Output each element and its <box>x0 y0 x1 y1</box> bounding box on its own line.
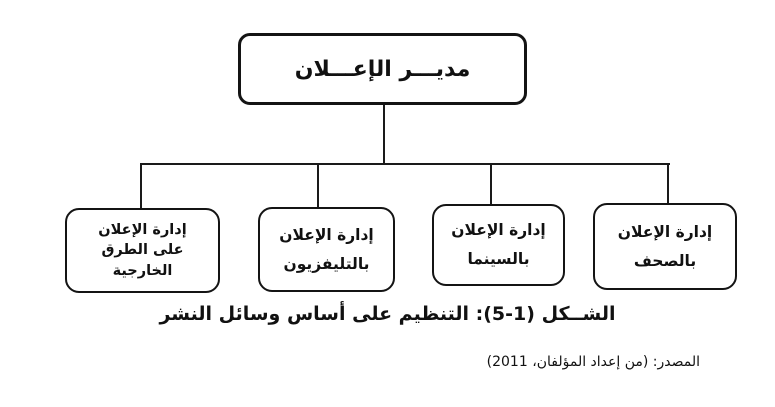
connector-rail <box>140 163 670 165</box>
connector-drop-tv <box>317 163 319 209</box>
child-box-cinema-advertising: إدارة الإعلان بالسينما <box>432 204 565 286</box>
child-box-television-advertising: إدارة الإعلان بالتليفزيون <box>258 207 395 292</box>
connector-stem <box>383 105 385 163</box>
root-box-advertising-manager: مديـــر الإعـــلان <box>238 33 527 105</box>
connector-drop-cinema <box>490 163 492 206</box>
child-box-press-advertising: إدارة الإعلان بالصحف <box>593 203 737 290</box>
connector-drop-press <box>667 163 669 205</box>
connector-drop-outdoor <box>140 163 142 210</box>
child-box-outdoor-roads-advertising: إدارة الإعلان على الطرق الخارجية <box>65 208 220 293</box>
figure-source-note: المصدر: (من إعداد المؤلفان، 2011) <box>486 354 700 370</box>
figure-caption: الشــكل (1-5): التنظيم على أساس وسائل ال… <box>159 303 616 325</box>
